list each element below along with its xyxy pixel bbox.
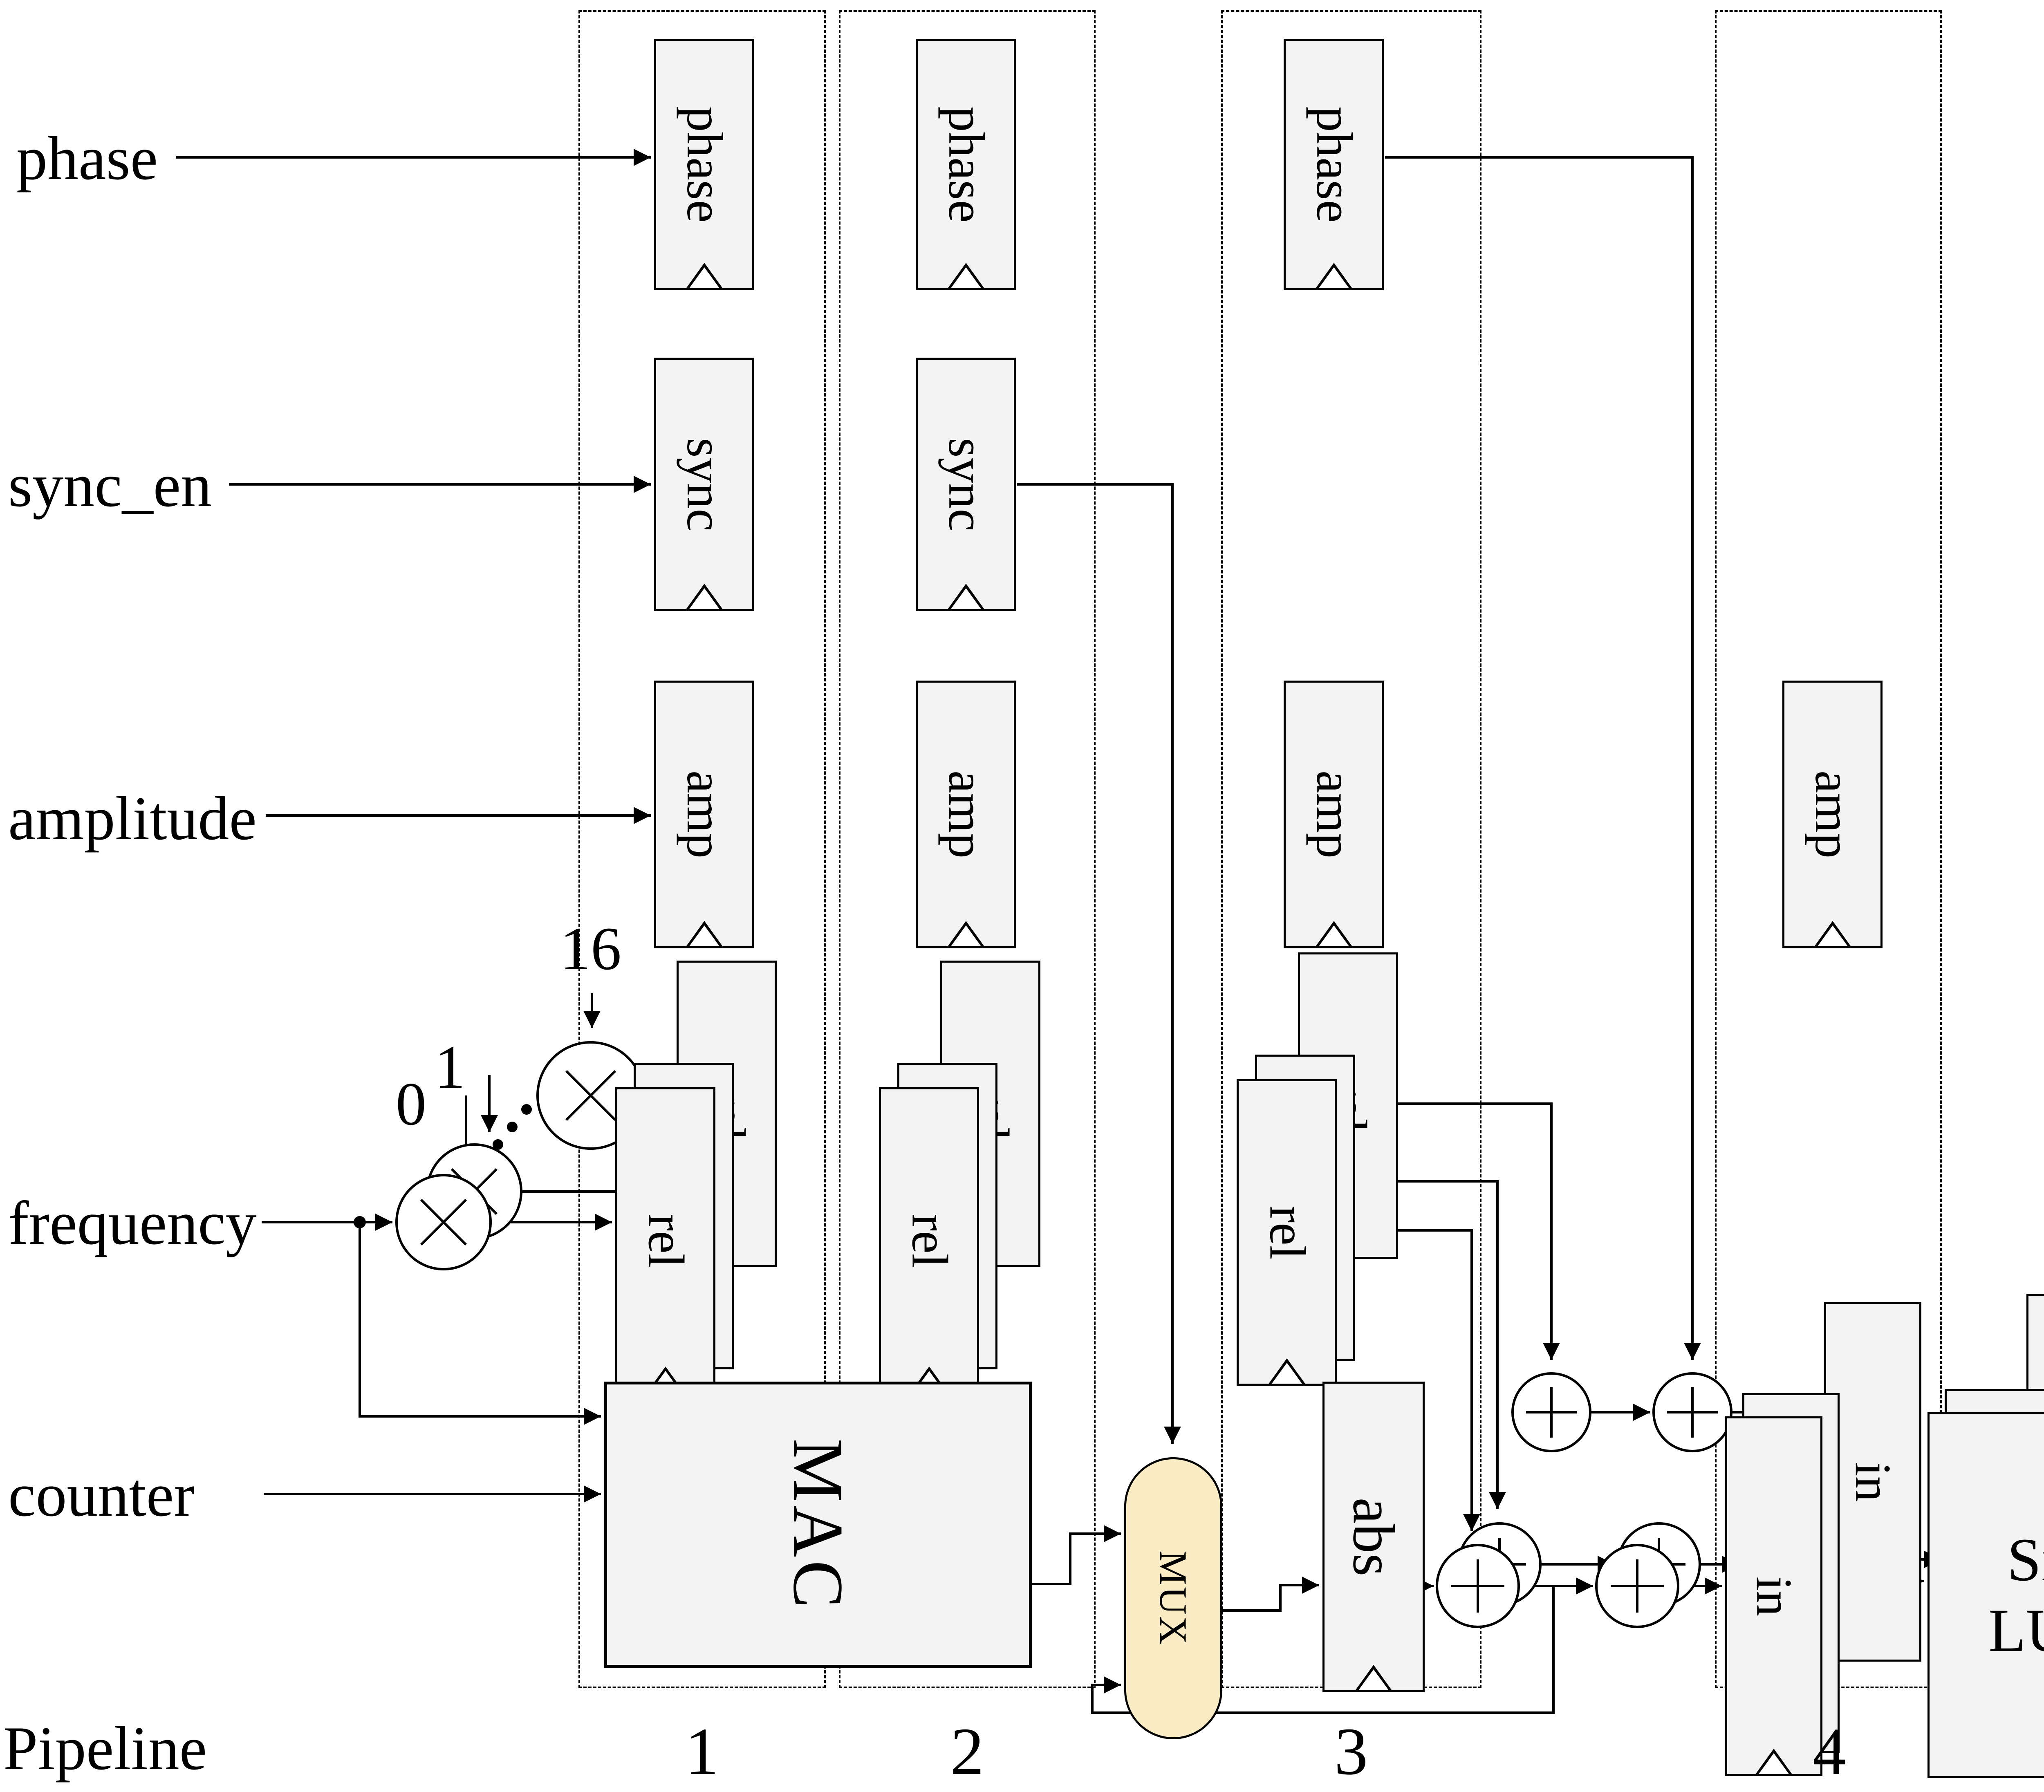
pipeline-stage-1-box <box>578 10 826 1688</box>
register-phase-s3-label: phase <box>1306 106 1363 223</box>
clock-icon <box>947 263 985 289</box>
wire-rel-mid-to-adder-pair <box>1398 1180 1506 1509</box>
clock-icon <box>947 921 985 947</box>
wire-mux-to-abs <box>1222 1577 1319 1612</box>
register-amp-s1: amp <box>654 681 754 948</box>
adder-b-icon <box>1652 1372 1732 1452</box>
input-label-phase: phase <box>16 124 158 193</box>
clock-icon <box>685 584 723 610</box>
register-rel-s1-front: rel <box>615 1087 715 1394</box>
wire-rel-back-to-adder-a <box>1398 1102 1560 1360</box>
abs-block: abs <box>1322 1382 1425 1692</box>
input-label-counter: counter <box>8 1460 195 1529</box>
register-sync-s2: sync <box>916 358 1016 611</box>
ellipsis-dot <box>507 1122 518 1132</box>
register-phase-s2: phase <box>916 39 1016 290</box>
mux-block: MUX <box>1124 1457 1222 1739</box>
wire-sync-to-mux <box>1017 483 1181 1444</box>
clock-icon <box>1355 1665 1392 1691</box>
constant-16: 16 <box>560 915 621 983</box>
stage-number-2: 2 <box>950 1714 984 1789</box>
register-amp-s3: amp <box>1284 681 1384 948</box>
register-amp-s2-label: amp <box>938 770 994 859</box>
ellipsis-dot <box>493 1139 503 1150</box>
register-amp-s4-label: amp <box>1804 770 1861 859</box>
wire-frequency-to-mac <box>359 1222 601 1425</box>
stage-number-1: 1 <box>685 1714 719 1789</box>
sin-lut-front: Sin LUT <box>1927 1412 2044 1778</box>
adder-pair2-front-icon <box>1595 1544 1679 1628</box>
adder-pair1-front-icon <box>1436 1544 1520 1628</box>
register-amp-s1-label: amp <box>676 770 733 859</box>
clock-icon <box>947 584 985 610</box>
frequency-junction-dot <box>354 1216 366 1228</box>
register-rel-s3-front: rel <box>1237 1079 1337 1386</box>
register-rel-s2-front: rel <box>879 1087 979 1394</box>
clock-icon <box>685 921 723 947</box>
register-phase-s3: phase <box>1284 39 1384 290</box>
frequency-multiplier-0-icon <box>395 1174 492 1270</box>
clock-icon <box>1315 921 1353 947</box>
abs-label: abs <box>1340 1497 1406 1577</box>
register-amp-s2: amp <box>916 681 1016 948</box>
register-phase-s1-label: phase <box>676 106 733 223</box>
clock-icon <box>1813 921 1851 947</box>
junction-dots <box>354 1104 532 1228</box>
constant-0: 0 <box>396 1070 426 1138</box>
mux-label: MUX <box>1152 1550 1195 1646</box>
wire-feedback-to-mux <box>1091 1586 1555 1714</box>
ellipsis-dot <box>521 1104 532 1115</box>
register-rel-s2-front-label: rel <box>901 1214 957 1268</box>
stage-number-3: 3 <box>1334 1714 1368 1789</box>
stage-number-4: 4 <box>1812 1714 1847 1789</box>
register-sync-s1-label: sync <box>676 437 733 531</box>
pipeline-stage-2-box <box>839 10 1096 1688</box>
clock-icon <box>1315 263 1353 289</box>
register-in-front: in <box>1725 1416 1822 1776</box>
constant-1: 1 <box>435 1033 465 1101</box>
input-label-amplitude: amplitude <box>8 784 257 853</box>
register-sync-s2-label: sync <box>937 437 994 531</box>
register-phase-s1: phase <box>654 39 754 290</box>
clock-icon <box>1268 1358 1306 1384</box>
register-rel-s3-front-label: rel <box>1259 1205 1315 1259</box>
register-rel-s1-front-label: rel <box>637 1214 694 1268</box>
register-amp-s3-label: amp <box>1306 770 1362 859</box>
register-in-front-label: in <box>1746 1576 1802 1616</box>
register-amp-s4: amp <box>1782 681 1883 948</box>
input-label-sync-en: sync_en <box>8 451 212 520</box>
wire-mac-to-mux <box>1032 1525 1121 1585</box>
pipeline-label: Pipeline <box>3 1714 207 1783</box>
input-label-frequency: frequency <box>8 1189 257 1257</box>
clock-icon <box>1755 1749 1793 1775</box>
adder-a-icon <box>1511 1372 1591 1452</box>
sin-lut-front-label: Sin LUT <box>1988 1526 2044 1664</box>
clock-icon <box>685 263 723 289</box>
register-sync-s1: sync <box>654 358 754 611</box>
mac-label: MAC <box>778 1438 858 1611</box>
register-phase-s2-label: phase <box>938 106 995 223</box>
mac-block: MAC <box>604 1382 1032 1668</box>
wire-phase-to-adder <box>1385 156 1701 1360</box>
register-in-back-label: in <box>1845 1462 1901 1502</box>
